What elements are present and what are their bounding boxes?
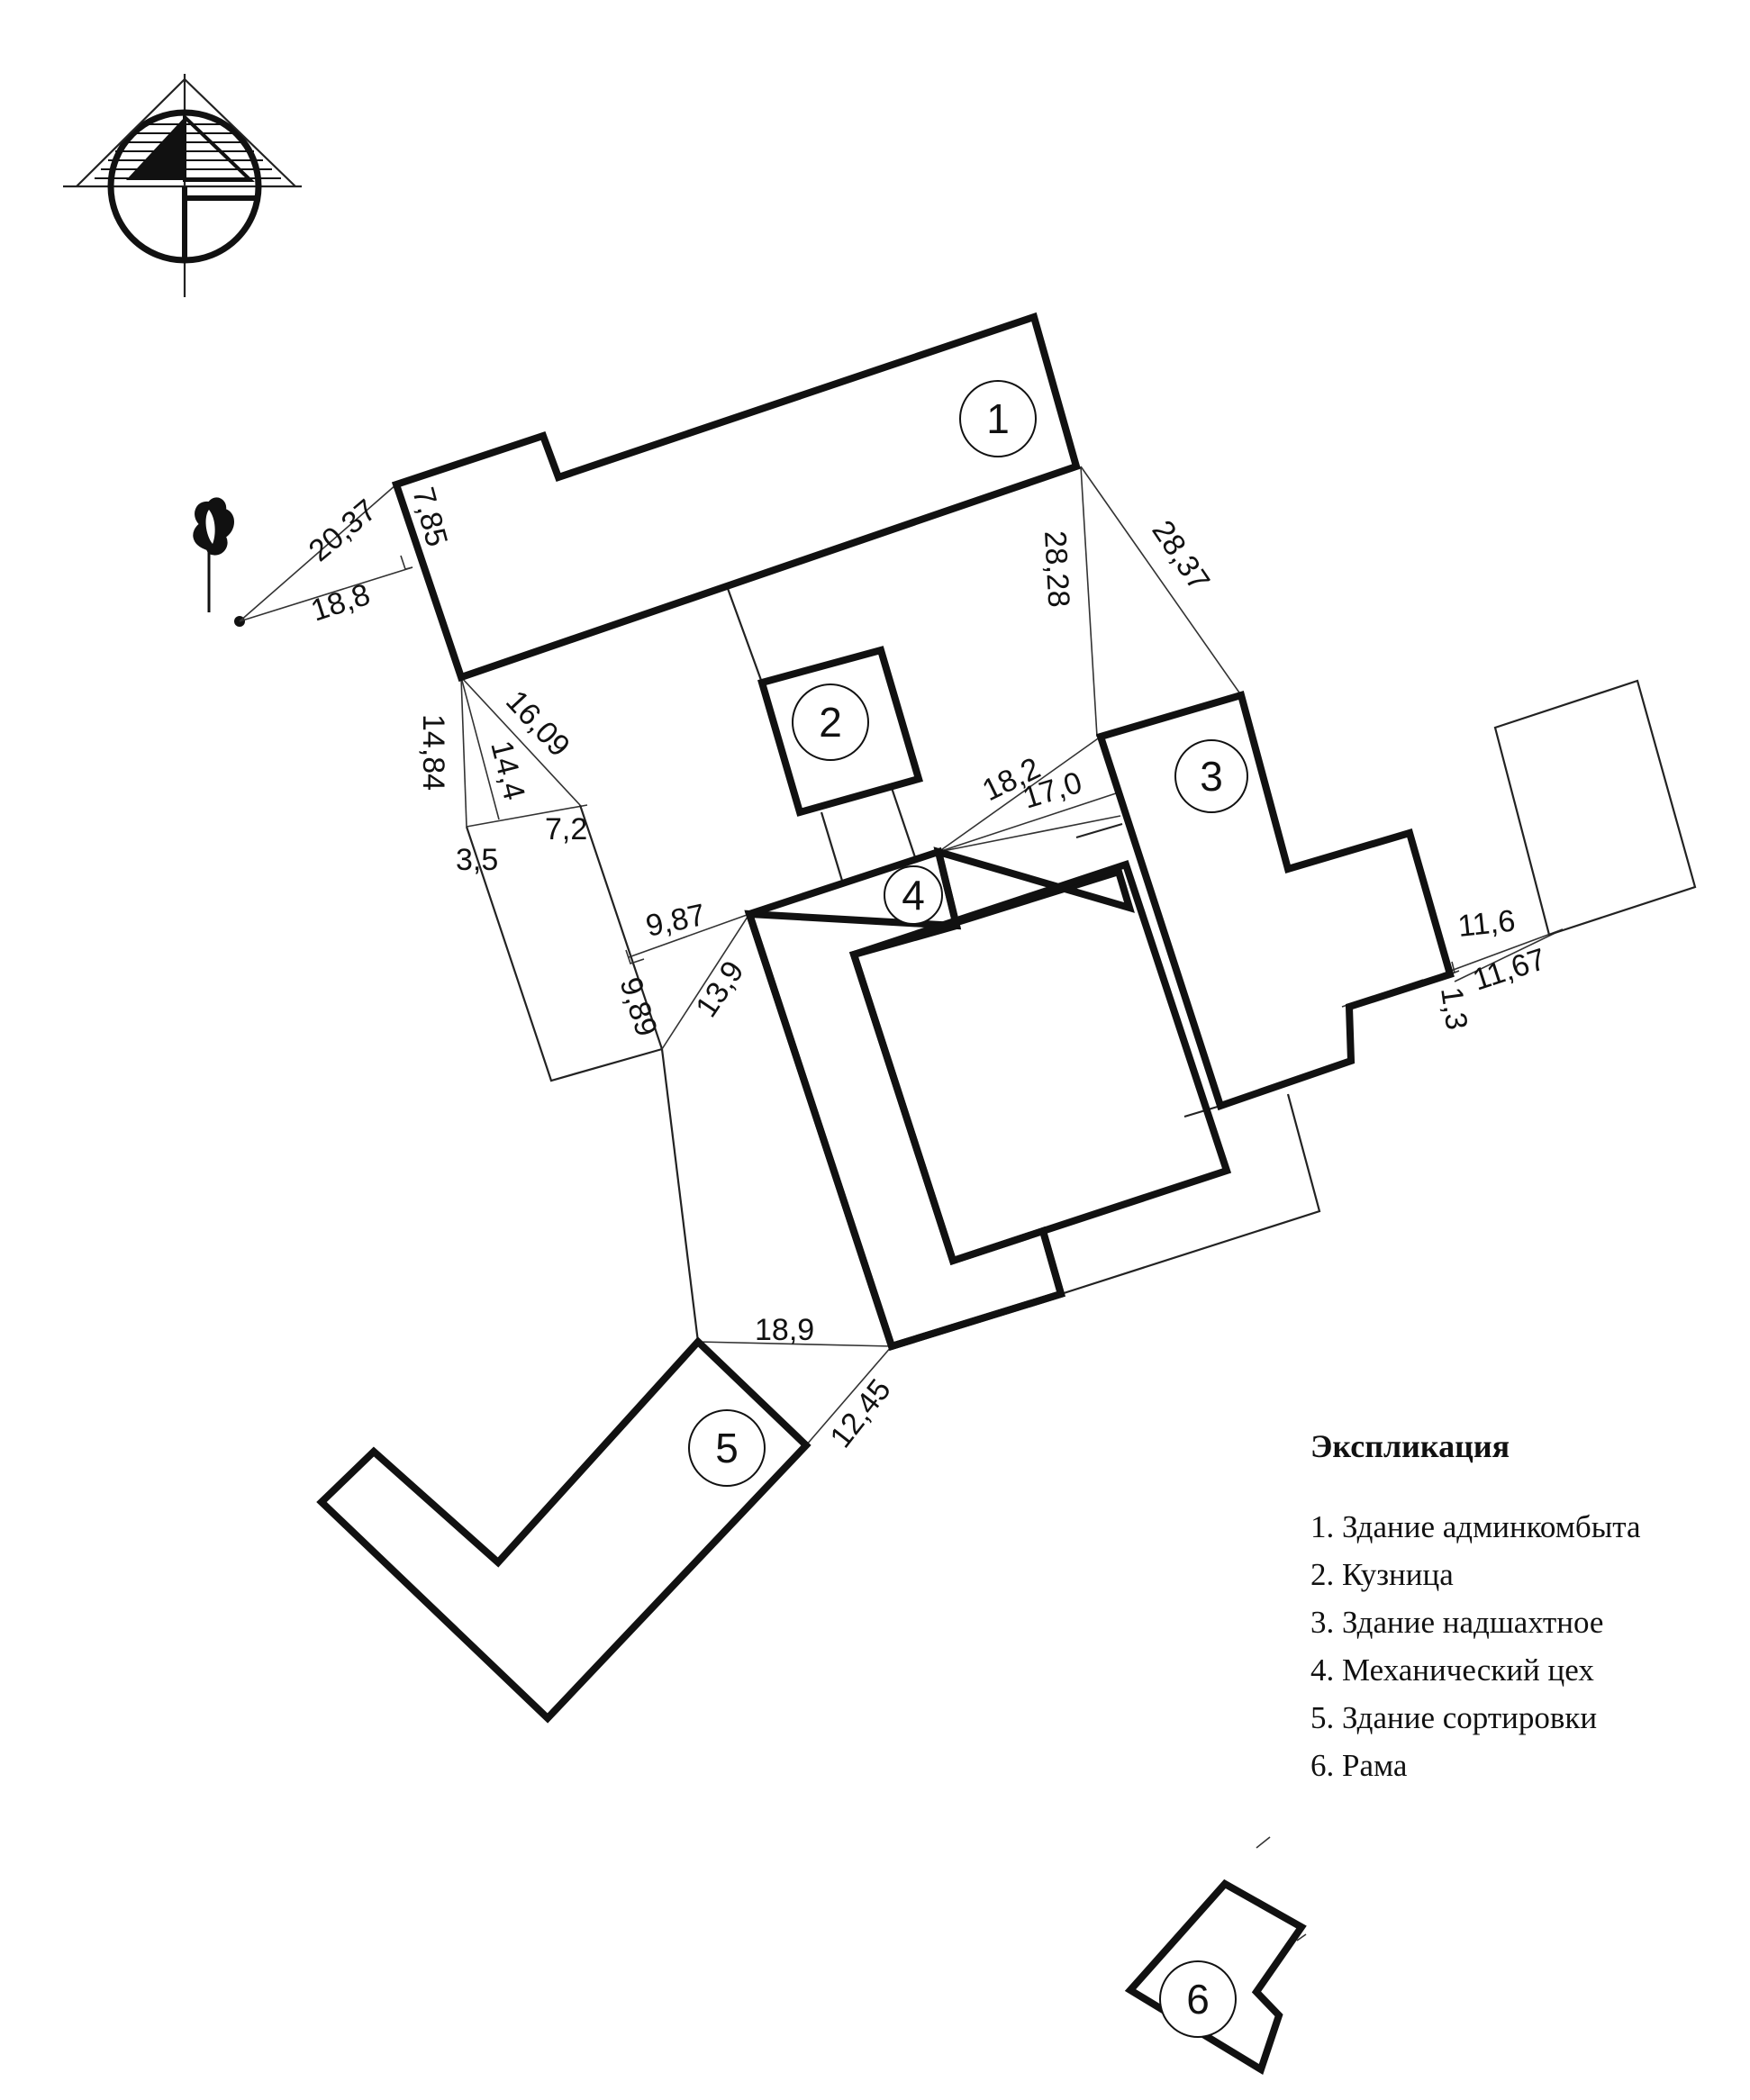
svg-text:2: 2 bbox=[819, 699, 842, 746]
svg-text:1: 1 bbox=[986, 395, 1010, 442]
building-5-sortirovka bbox=[316, 1336, 812, 1724]
building-3-label: 3 bbox=[1174, 739, 1248, 813]
measurement-lines bbox=[239, 466, 1697, 1942]
building-2-label: 2 bbox=[792, 683, 869, 761]
building-6-rama bbox=[1124, 1878, 1307, 2076]
legend-item: 4. Механический цех bbox=[1310, 1652, 1594, 1688]
dimension-label: 11,6 bbox=[1456, 904, 1517, 944]
legend-list: 1. Здание админкомбыта 2. Кузница 3. Зда… bbox=[1310, 1503, 1743, 1789]
svg-text:6: 6 bbox=[1186, 1976, 1210, 2023]
legend-item: 5. Здание сортировки bbox=[1310, 1700, 1598, 1735]
svg-text:5: 5 bbox=[715, 1425, 739, 1471]
legend-title: Экспликация bbox=[1310, 1428, 1510, 1464]
legend: Экспликация 1. Здание админкомбыта 2. Ку… bbox=[1310, 1427, 1743, 1789]
dimension-label: 7,2 bbox=[545, 812, 587, 846]
tree-icon bbox=[193, 497, 234, 612]
building-1-label: 1 bbox=[959, 380, 1037, 457]
north-arrow-icon bbox=[63, 74, 302, 297]
building-6-label: 6 bbox=[1159, 1960, 1237, 2038]
dimension-label: 1,3 bbox=[1434, 985, 1473, 1032]
dimension-label: 20,37 bbox=[303, 493, 384, 568]
legend-item: 2. Кузница bbox=[1310, 1557, 1454, 1592]
svg-text:4: 4 bbox=[902, 872, 925, 919]
dimension-label: 14,4 bbox=[484, 738, 531, 803]
building-2-kuznitsa bbox=[757, 646, 923, 817]
dimension-label: 18,9 bbox=[755, 1313, 814, 1347]
building-4-mekh-tsekh bbox=[744, 846, 1232, 1351]
legend-item: 1. Здание админкомбыта bbox=[1310, 1509, 1641, 1544]
dimension-label: 9,87 bbox=[643, 898, 709, 944]
legend-item: 3. Здание надшахтное bbox=[1310, 1605, 1604, 1640]
dimension-label: 14,84 bbox=[416, 714, 450, 791]
dimension-label: 13,9 bbox=[689, 955, 751, 1023]
dimension-label: 9,89 bbox=[612, 973, 664, 1041]
dimension-label: 12,45 bbox=[823, 1372, 897, 1453]
svg-text:3: 3 bbox=[1200, 753, 1223, 800]
building-5-label: 5 bbox=[688, 1409, 766, 1487]
building-4-label: 4 bbox=[884, 865, 943, 925]
dimension-label: 3,5 bbox=[456, 843, 498, 877]
dimension-label: 18,8 bbox=[307, 577, 375, 629]
building-1-adminkombyt bbox=[391, 312, 1081, 683]
dimension-label: 28,28 bbox=[1038, 530, 1075, 608]
dimension-label: 28,37 bbox=[1145, 514, 1216, 597]
dimension-label: 11,67 bbox=[1469, 942, 1550, 998]
building-3-nadshakhtnoe bbox=[1095, 691, 1455, 1111]
legend-item: 6. Рама bbox=[1310, 1748, 1408, 1783]
